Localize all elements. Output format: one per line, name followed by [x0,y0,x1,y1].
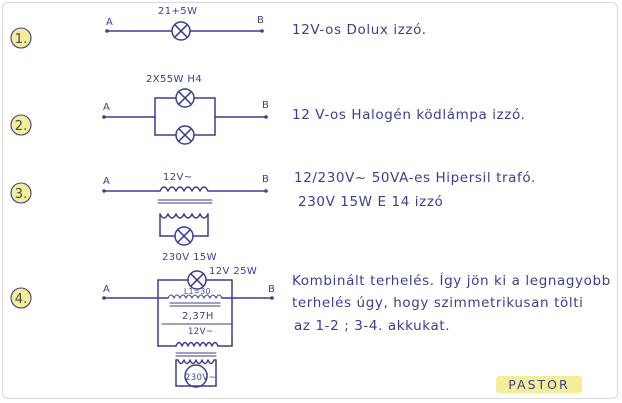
svg-text:PASTOR: PASTOR [508,377,569,392]
svg-text:2X55W H4: 2X55W H4 [146,74,202,85]
svg-text:L1=30: L1=30 [184,287,211,296]
note-4-line-3: az 1-2 ; 3-4. akkukat. [294,318,450,334]
svg-text:B: B [268,284,275,295]
circuit-1: A B 21+5W [105,6,264,41]
svg-text:A: A [103,102,110,113]
circuit-4: A B 12V 25W L1=30 2,37H 12V~ 230V~ [102,266,275,388]
signature: PASTOR [496,376,582,393]
svg-text:A: A [106,17,113,28]
row-number-2: 2. [10,114,32,136]
svg-text:B: B [257,15,264,26]
svg-text:B: B [262,174,269,185]
circuit-3: A B 12V~ 230V 15W [102,172,269,263]
note-2-line-1: 12 V-os Halogén ködlámpa izzó. [292,107,526,123]
svg-text:A: A [103,176,110,187]
row-number-1: 1. [10,27,32,49]
note-3-line-1: 12/230V~ 50VA-es Hipersil trafó. [294,170,536,186]
svg-text:3.: 3. [15,187,27,202]
svg-text:2,37H: 2,37H [182,311,214,322]
svg-text:A: A [103,284,110,295]
row-number-4: 4. [10,287,32,309]
svg-text:4.: 4. [15,292,27,307]
svg-text:230V 15W: 230V 15W [162,252,217,263]
note-1-line-1: 12V-os Dolux izzó. [292,22,427,38]
svg-text:12V~: 12V~ [163,172,193,183]
page-frame [2,2,618,399]
note-3-line-2: 230V 15W E 14 izzó [298,194,443,210]
svg-text:230V~: 230V~ [185,373,216,383]
row-number-3: 3. [10,182,32,204]
svg-text:12V~: 12V~ [188,327,213,337]
note-4-line-2: terhelés úgy, hogy szimmetrikusan tölti [292,295,583,311]
note-4-line-1: Kombinált terhelés. Így jön ki a legnagy… [292,272,611,289]
svg-text:12V 25W: 12V 25W [209,266,257,277]
circuit-2: A B 2X55W H4 [102,74,269,145]
svg-text:1.: 1. [15,32,27,47]
svg-text:21+5W: 21+5W [158,6,197,17]
svg-text:B: B [262,100,269,111]
svg-text:2.: 2. [15,119,27,134]
